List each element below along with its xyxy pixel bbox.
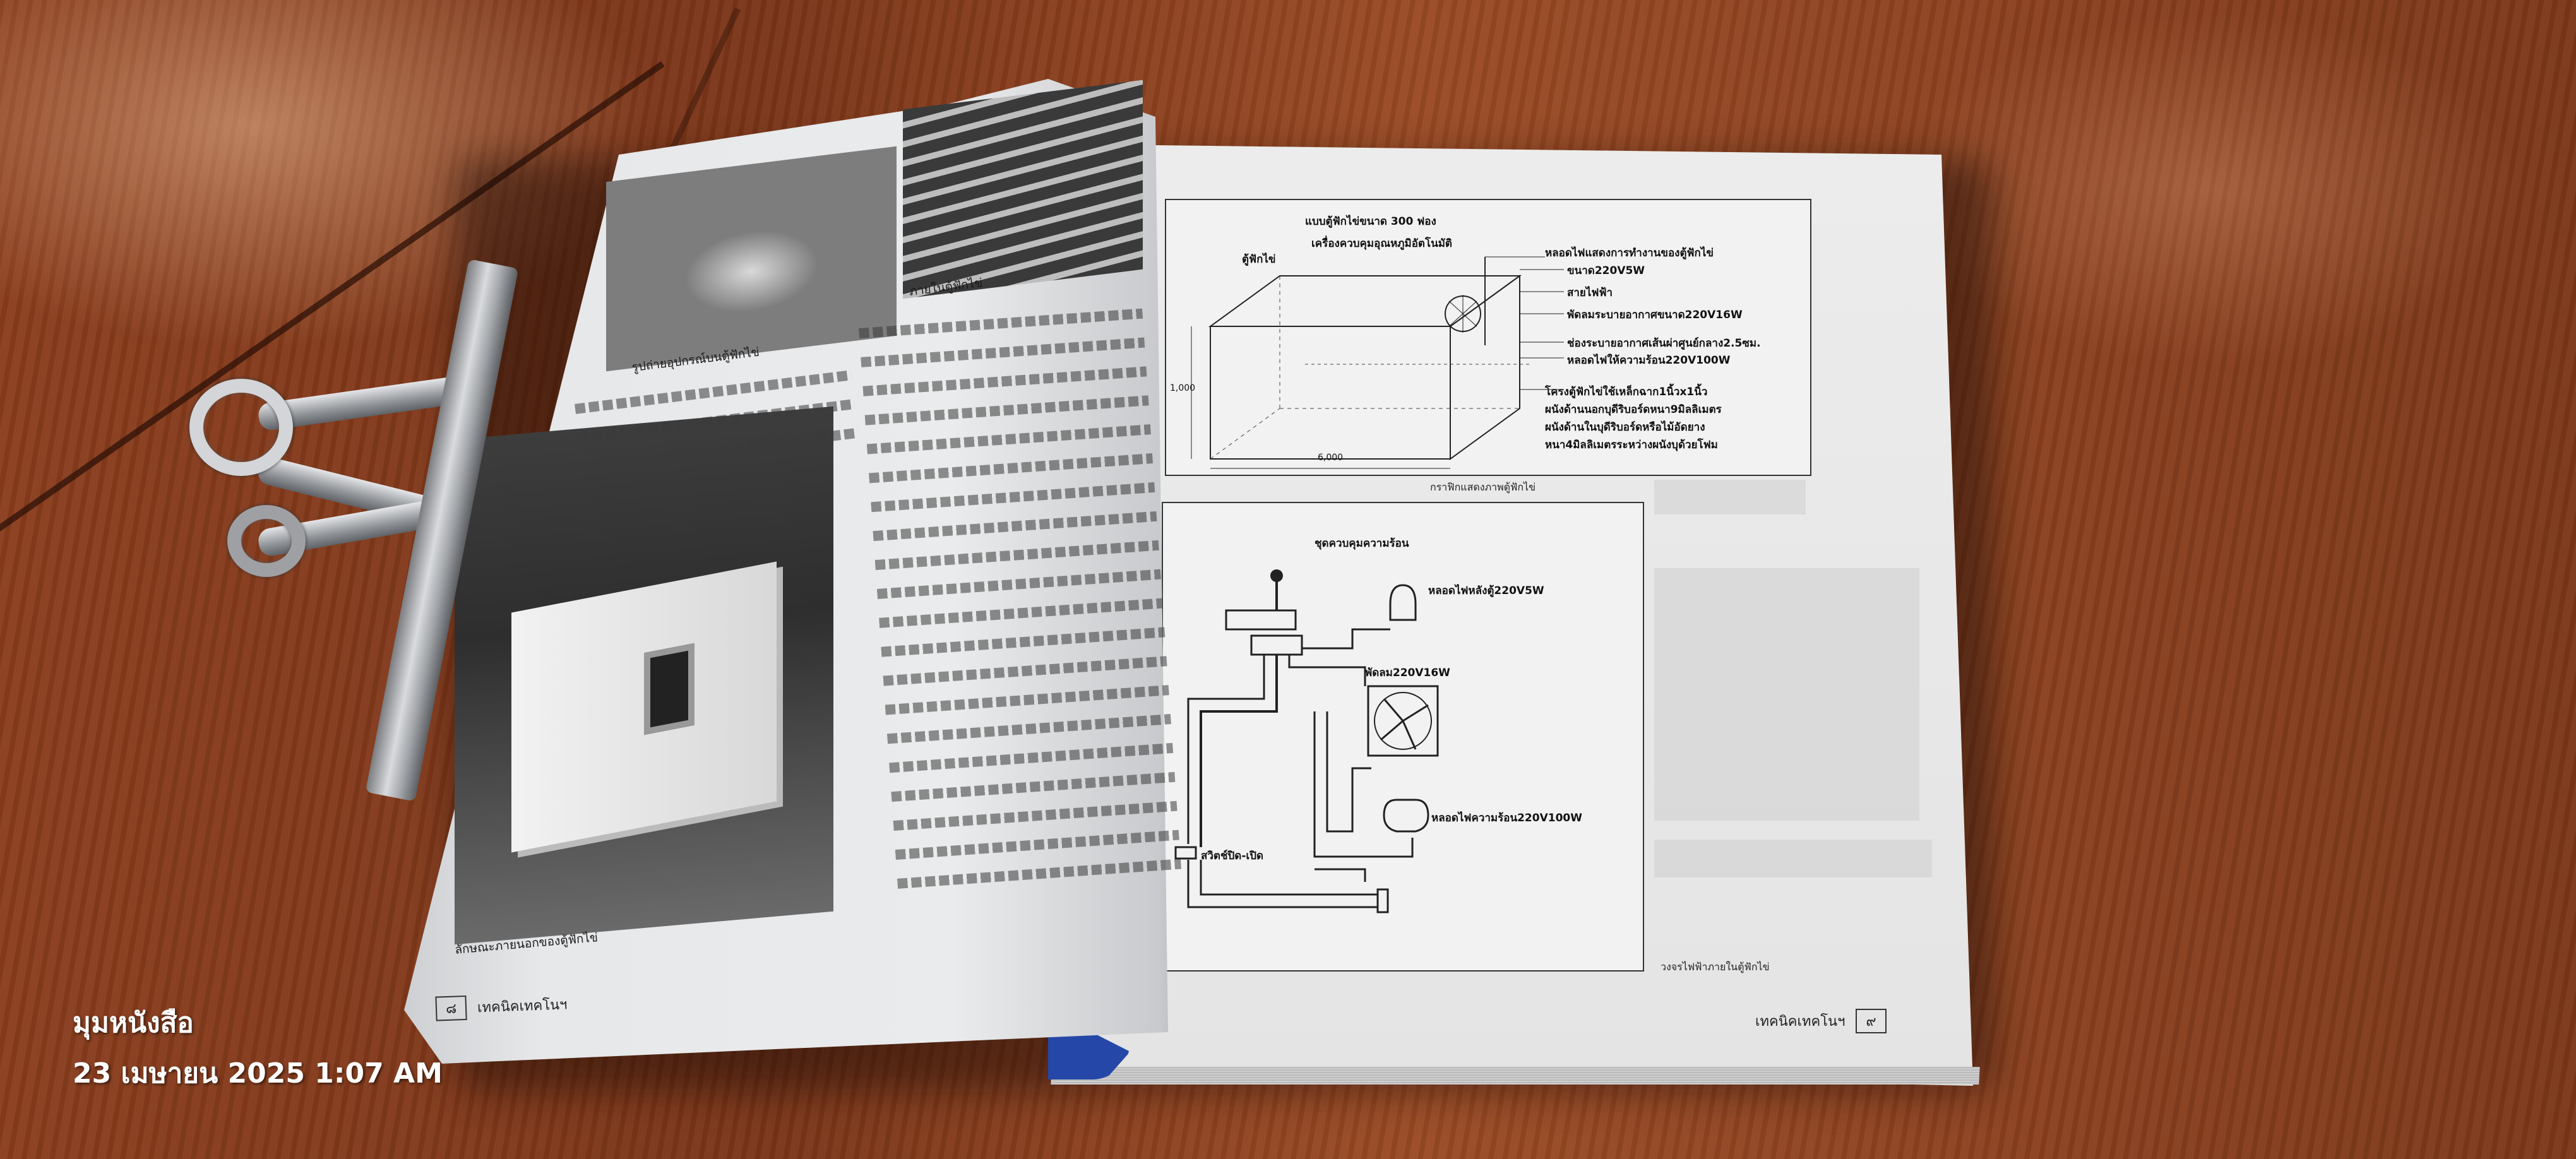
circuit-caption: วงจรไฟฟ้าภายในตู้ฟักไข่: [1661, 961, 1770, 973]
page-number: ๘: [435, 995, 467, 1021]
right-page-footer: เทคนิคเทคโนฯ ๙: [1755, 1009, 1887, 1033]
photo-interior: [903, 80, 1143, 299]
circuit-diagram: ชุดควบคุมความร้อน หลอดไฟหลังตู้220V5W พั…: [1162, 502, 1644, 972]
label-vent: ช่องระบายอากาศเส้นผ่าศูนย์กลาง2.5ซม.: [1567, 337, 1761, 350]
label-lamp-light: หลอดไฟแสดงการทำงานของตู้ฟักไข่: [1545, 247, 1714, 259]
incubator-drawing: [1191, 256, 1564, 469]
body-text-column: [859, 308, 1183, 908]
bleed-through: [1654, 568, 1919, 821]
label-thermostat: ชุดควบคุมความร้อน: [1315, 537, 1409, 550]
bleed-through: [1654, 840, 1932, 877]
label-lamp-spec: ขนาด220V5W: [1567, 264, 1645, 277]
label-foam: หนา4มิลลิเมตรระหว่างผนังบุด้วยโฟม: [1545, 439, 1718, 451]
dimension-height: 1,000: [1170, 383, 1196, 393]
label-heat-lamp: หลอดไฟความร้อน220V100W: [1431, 812, 1582, 824]
label-frame: โครงตู้ฟักไข่ใช้เหล็กฉาก1นิ้วx1นิ้ว: [1545, 386, 1708, 398]
binder-clip: [183, 253, 612, 821]
incubator-window: [644, 643, 695, 735]
label-inner-wall: ผนังด้านในบุดีริบอร์ดหรือไม้อัดยาง: [1545, 421, 1705, 434]
label-heat-lamp: หลอดไฟให้ความร้อน220V100W: [1567, 354, 1731, 367]
label-cable: สายไฟฟ้า: [1567, 287, 1613, 299]
footer-title: เทคนิคเทคโนฯ: [477, 997, 568, 1016]
clip-handle: [227, 505, 306, 577]
clip-handle: [189, 379, 293, 476]
label-outer-wall: ผนังด้านนอกบุดีริบอร์ดหนา9มิลลิเมตร: [1545, 403, 1722, 416]
diagram-caption: กราฟิกแสดงภาพตู้ฟักไข่: [1430, 481, 1536, 493]
footer-title: เทคนิคเทคโนฯ: [1755, 1014, 1846, 1030]
bleed-through: [1654, 480, 1806, 514]
label-switch: สวิตช์ปิด-เปิด: [1201, 850, 1264, 862]
circuit-drawing: [1174, 569, 1439, 913]
left-page-footer: ๘ เทคนิคเทคโนฯ: [435, 992, 568, 1021]
label-back-lamp: หลอดไฟหลังตู้220V5W: [1428, 585, 1544, 597]
label-box: ตู้ฟักไข่: [1242, 253, 1276, 266]
label-fan: พัดลมระบายอากาศขนาด220V16W: [1567, 309, 1743, 321]
diagram-subtitle: เครื่องควบคุมอุณหภูมิอัตโนมัติ: [1311, 237, 1452, 250]
diagram-title: แบบตู้ฟักไข่ขนาด 300 ฟอง: [1305, 215, 1436, 228]
watermark-title: มุมหนังสือ: [73, 1007, 194, 1039]
watermark-timestamp: 23 เมษายน 2025 1:07 AM: [73, 1057, 443, 1090]
incubator-diagram: แบบตู้ฟักไข่ขนาด 300 ฟอง เครื่องควบคุมอุ…: [1165, 199, 1811, 476]
photo-equipment: [606, 146, 897, 372]
page-number: ๙: [1856, 1009, 1887, 1033]
label-fan: พัดลม220V16W: [1365, 667, 1450, 679]
dimension-width: 6,000: [1318, 453, 1344, 463]
